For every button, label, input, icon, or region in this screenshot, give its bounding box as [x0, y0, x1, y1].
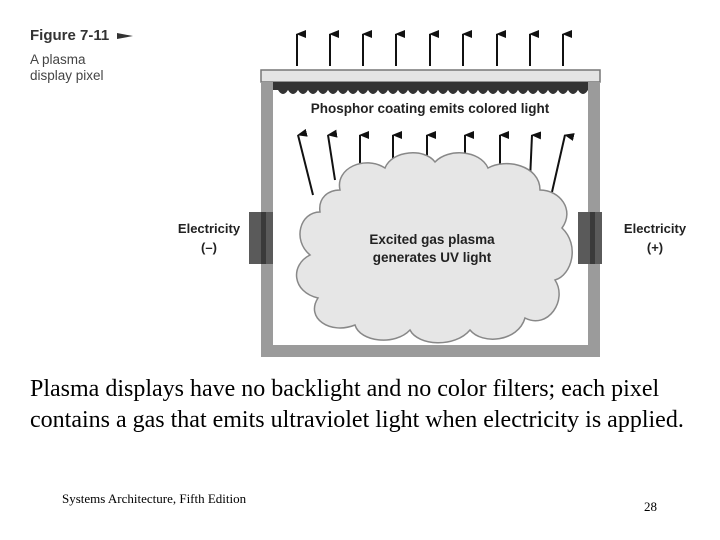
- figure-caption: A plasma display pixel: [30, 52, 150, 84]
- plasma-label-line1: Excited gas plasma: [369, 232, 495, 247]
- gas-plasma-cloud: [295, 152, 573, 344]
- slide-body-text: Plasma displays have no backlight and no…: [30, 376, 684, 433]
- phosphor-label: Phosphor coating emits colored light: [311, 101, 550, 116]
- figure-title-text: Figure 7-11: [30, 27, 110, 44]
- emitted-light-arrows: [296, 30, 572, 66]
- page-number: 28: [644, 499, 657, 514]
- figure-caption-line1: A plasma: [30, 52, 86, 67]
- figure-pointer-icon: [117, 32, 134, 39]
- right-electrode-label: Electricity: [624, 221, 687, 236]
- left-electrode-sign: (–): [201, 240, 217, 255]
- figure-title: Figure 7-11: [30, 27, 134, 44]
- figure-caption-line2: display pixel: [30, 68, 104, 83]
- slide-footer: Systems Architecture, Fifth Edition: [62, 491, 247, 506]
- left-electrode: [249, 212, 273, 264]
- left-electrode-label: Electricity: [178, 221, 241, 236]
- plasma-label-line2: generates UV light: [373, 250, 492, 265]
- right-electrode: [578, 212, 602, 264]
- plasma-pixel-diagram: Phosphor coating emits colored light Exc…: [178, 30, 687, 357]
- phosphor-coating: [273, 82, 588, 94]
- right-electrode-sign: (+): [647, 240, 663, 255]
